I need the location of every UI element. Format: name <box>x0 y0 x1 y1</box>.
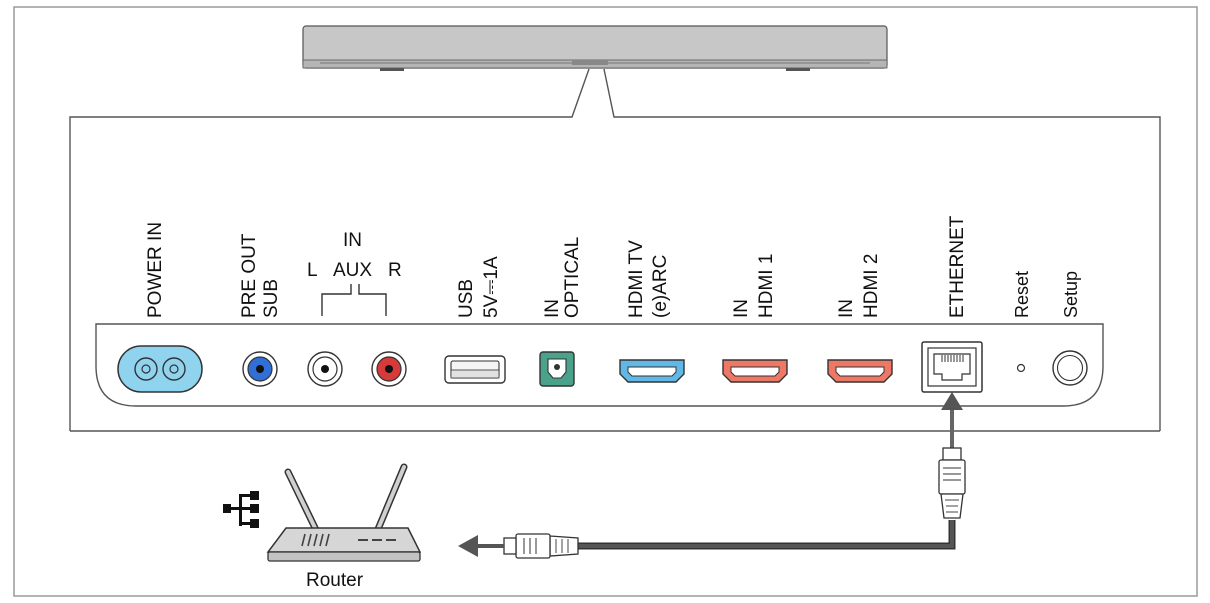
callout-right <box>603 68 1161 431</box>
ethernet-port <box>921 341 983 393</box>
aux-l-jack <box>307 351 343 387</box>
label-ethernet: ETHERNET <box>947 215 968 318</box>
svg-text:ETHERNET: ETHERNET <box>947 215 968 318</box>
svg-text:HDMI TV: HDMI TV <box>626 240 647 318</box>
svg-text:SUB: SUB <box>261 279 282 318</box>
arrow-up-icon <box>941 392 963 410</box>
svg-text:IN: IN <box>836 299 857 318</box>
svg-text:L: L <box>307 260 318 281</box>
network-icon <box>223 491 259 528</box>
sub-out-jack <box>242 351 278 387</box>
usb-port <box>444 355 506 384</box>
svg-text:IN: IN <box>731 299 752 318</box>
callout-left <box>69 68 590 431</box>
svg-text:IN: IN <box>542 299 563 318</box>
hdmi-1-port <box>722 359 788 383</box>
power-in-port <box>117 345 203 393</box>
label-hdmi-tv: HDMI TV (e)ARC <box>626 240 671 318</box>
svg-text:5V⎓1A: 5V⎓1A <box>481 256 502 318</box>
router-label: Router <box>306 570 364 591</box>
svg-text:USB: USB <box>456 279 477 318</box>
svg-text:POWER IN: POWER IN <box>145 222 166 318</box>
label-hdmi-2: IN HDMI 2 <box>836 254 882 318</box>
arrow-left-icon <box>458 535 504 557</box>
svg-text:Reset: Reset <box>1012 271 1032 318</box>
ethernet-plug-icon <box>503 533 579 559</box>
label-optical: IN OPTICAL <box>542 237 583 318</box>
reset-button <box>1016 363 1026 373</box>
setup-button <box>1052 350 1088 386</box>
svg-text:HDMI 1: HDMI 1 <box>756 254 777 318</box>
soundbar <box>302 25 888 71</box>
router-icon <box>266 463 422 562</box>
label-aux-group: IN L AUX R <box>307 230 402 316</box>
svg-text:Setup: Setup <box>1061 271 1081 318</box>
svg-text:(e)ARC: (e)ARC <box>650 255 671 318</box>
ethernet-cable <box>578 404 956 550</box>
svg-text:HDMI 2: HDMI 2 <box>861 254 882 318</box>
optical-port <box>539 351 575 387</box>
svg-text:IN: IN <box>343 230 362 251</box>
svg-text:PRE OUT: PRE OUT <box>239 233 260 318</box>
label-power-in: POWER IN <box>145 222 166 318</box>
hdmi-2-port <box>827 359 893 383</box>
ethernet-plug-icon <box>938 447 966 519</box>
diagram-frame <box>13 6 1198 597</box>
label-pre-out-sub: PRE OUT SUB <box>239 233 282 318</box>
aux-r-jack <box>371 351 407 387</box>
rear-panel <box>95 323 1104 407</box>
label-usb: USB 5V⎓1A <box>456 256 502 318</box>
svg-text:OPTICAL: OPTICAL <box>562 237 583 318</box>
svg-text:R: R <box>388 260 402 281</box>
label-hdmi-1: IN HDMI 1 <box>731 254 777 318</box>
svg-text:AUX: AUX <box>333 260 372 281</box>
label-reset: Reset <box>1012 271 1032 318</box>
hdmi-tv-earc-port <box>619 359 685 383</box>
label-setup: Setup <box>1061 271 1081 318</box>
